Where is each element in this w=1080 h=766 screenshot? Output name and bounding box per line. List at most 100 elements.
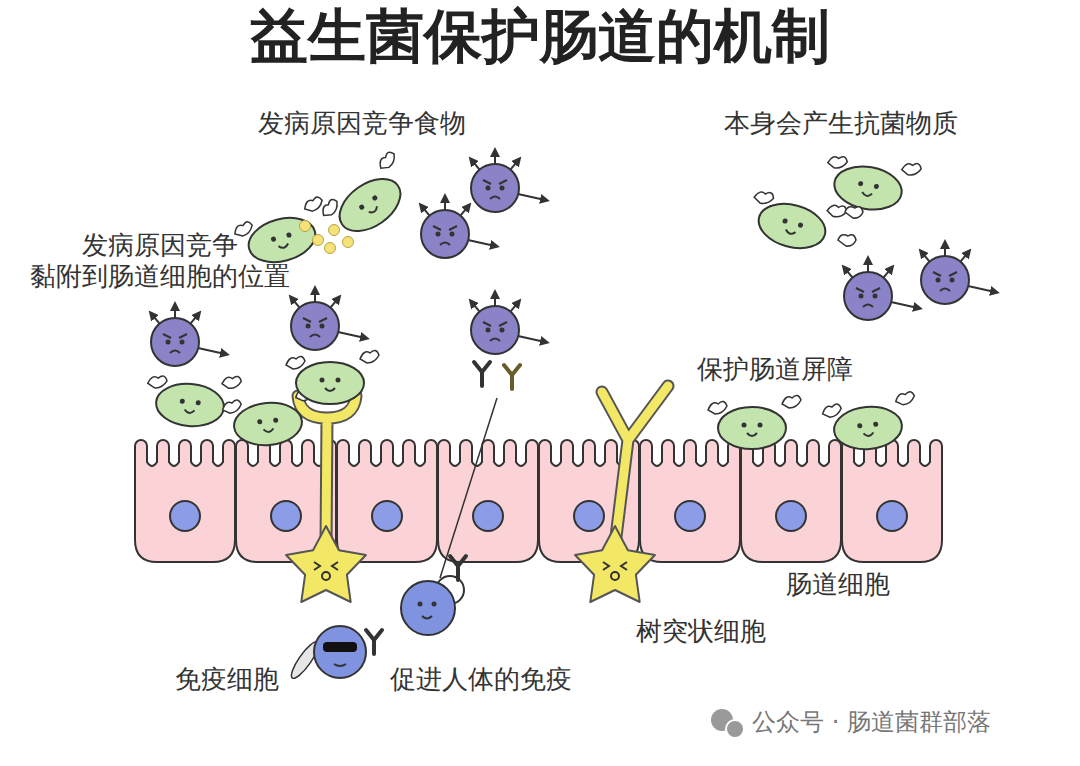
antibacterial-puff [845, 207, 863, 218]
pathogen-body [921, 256, 969, 304]
food-particle [300, 221, 311, 232]
pathogen-body [844, 272, 892, 320]
sunglasses [323, 642, 357, 652]
bacterium-wing [782, 395, 801, 408]
immune-cell [287, 626, 366, 681]
eye [270, 236, 276, 242]
mechanism-label: 促进人体的免疫 [390, 664, 572, 695]
pathogen-body [291, 302, 339, 350]
eye [418, 602, 423, 607]
pathogen-body [421, 210, 469, 258]
pathogen-body [471, 306, 519, 354]
pathogen-antenna [494, 294, 496, 306]
immune-cell-body [314, 626, 366, 678]
dendrite-outline [298, 396, 356, 545]
mouth [170, 351, 180, 354]
mouth [611, 572, 619, 580]
bacterium-wing [753, 189, 775, 206]
mouth [747, 433, 757, 436]
probiotic-bacterium [744, 183, 848, 259]
eye [936, 278, 941, 283]
cell-nucleus [574, 501, 604, 531]
intestinal-cell [135, 440, 235, 562]
bacterium-wing [827, 154, 848, 170]
mouth [785, 230, 795, 235]
watermark: 公众号 · 肠道菌群部落 [752, 708, 991, 737]
eye [436, 232, 441, 237]
probiotic-bacterium [144, 369, 241, 430]
eye [500, 328, 505, 333]
mouth [862, 192, 872, 197]
mouth [310, 335, 320, 338]
pathogen-antenna [292, 298, 300, 307]
eye [432, 602, 437, 607]
mouth [325, 388, 335, 391]
antibody [474, 362, 490, 386]
brow [303, 318, 327, 322]
antibody [366, 630, 382, 654]
pathogen [151, 306, 225, 366]
intestinal-cells [135, 440, 942, 562]
bacterium-wing [286, 356, 305, 369]
pathogen-antenna [422, 206, 430, 215]
cell-nucleus [271, 501, 301, 531]
bacterium-wing [822, 404, 842, 418]
pathogen-tail [198, 348, 225, 354]
probiotic-bacterium [315, 150, 422, 247]
eye [358, 204, 365, 211]
intestinal-cell [337, 440, 437, 562]
pathogen [421, 198, 495, 258]
pathogen-antenna [472, 160, 480, 169]
mechanism-label: 树突状细胞 [636, 616, 766, 647]
bacterium-body [832, 404, 903, 452]
pathogen-body [471, 164, 519, 212]
eye [306, 324, 311, 329]
bacterium-wing [826, 202, 848, 219]
brow [483, 180, 507, 184]
dendritic-body [286, 526, 366, 602]
pathogen-antenna [867, 260, 869, 272]
bacterium-body [232, 400, 303, 448]
mouth [863, 433, 873, 437]
pathogen-antenna [510, 302, 518, 311]
bacterium-body [718, 407, 786, 449]
dendrite [602, 386, 668, 545]
pathogen-antenna [883, 268, 891, 277]
dendritic-body [575, 526, 655, 602]
bacterium-body [154, 381, 225, 429]
pathogen-antenna [460, 206, 468, 215]
pathogen [471, 294, 545, 354]
eye [486, 186, 491, 191]
pathogen-antenna [494, 152, 496, 164]
mouth [263, 429, 273, 433]
bacterium-wing [360, 350, 379, 363]
eye [332, 562, 338, 570]
pathogen-antenna [960, 252, 968, 261]
pathogen-tail [968, 286, 995, 292]
bacterium-wing [895, 391, 915, 405]
intestinal-cell [640, 440, 740, 562]
antibacterial-puff [838, 235, 856, 246]
pathogen-antenna [472, 302, 480, 311]
pathogen [921, 244, 995, 304]
food-particle [343, 237, 354, 248]
eye [180, 399, 185, 404]
bacterium-wing [147, 375, 167, 389]
eye [166, 340, 171, 345]
bacterium-body [330, 168, 410, 241]
passage-line [440, 398, 497, 578]
immune-cell-body [401, 581, 455, 635]
intestinal-cell [741, 440, 841, 562]
eye [858, 181, 864, 187]
eye [782, 218, 788, 224]
food-particle [325, 243, 336, 254]
mouth [422, 616, 432, 619]
brow [163, 334, 187, 338]
eye [336, 378, 341, 383]
eye [859, 294, 864, 299]
intestinal-cell [842, 440, 942, 562]
probiotic-bacterium [231, 196, 335, 272]
pathogen-antenna [174, 306, 176, 318]
pathogen-antenna [190, 314, 198, 323]
